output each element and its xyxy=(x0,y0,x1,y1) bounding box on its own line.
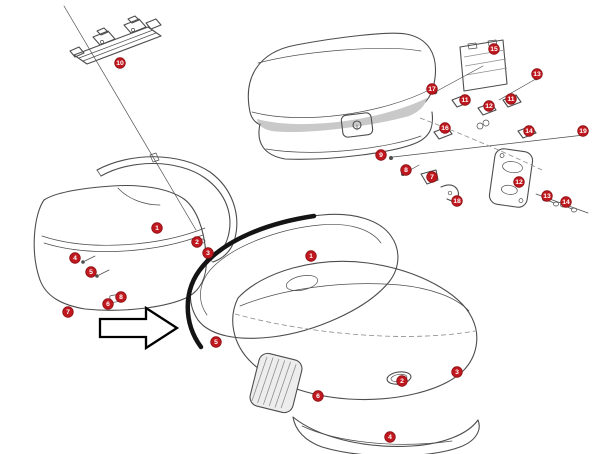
svg-text:10: 10 xyxy=(116,60,124,67)
callout-18[interactable]: 18 xyxy=(451,195,463,207)
callout-4[interactable]: 4 xyxy=(69,252,81,264)
side-case-lid xyxy=(189,213,399,339)
svg-text:1: 1 xyxy=(155,225,159,232)
svg-text:3: 3 xyxy=(455,369,459,376)
svg-text:4: 4 xyxy=(388,434,392,441)
svg-text:18: 18 xyxy=(453,198,461,205)
svg-text:14: 14 xyxy=(525,128,533,135)
callout-8[interactable]: 8 xyxy=(115,291,127,303)
callout-3[interactable]: 3 xyxy=(202,247,214,259)
svg-text:14: 14 xyxy=(562,199,570,206)
callout-6[interactable]: 6 xyxy=(102,298,114,310)
callout-8[interactable]: 8 xyxy=(400,164,412,176)
callout-12[interactable]: 12 xyxy=(483,100,495,112)
backing-plate xyxy=(459,39,508,92)
callout-13[interactable]: 13 xyxy=(531,68,543,80)
callout-19[interactable]: 19 xyxy=(577,125,589,137)
callout-5[interactable]: 5 xyxy=(85,266,97,278)
svg-text:11: 11 xyxy=(461,97,468,104)
callout-7[interactable]: 7 xyxy=(62,306,74,318)
svg-text:8: 8 xyxy=(119,294,123,301)
callout-5[interactable]: 5 xyxy=(210,336,222,348)
lid-gasket xyxy=(185,213,317,350)
svg-text:3: 3 xyxy=(206,250,210,257)
callout-3[interactable]: 3 xyxy=(451,366,463,378)
callout-14[interactable]: 14 xyxy=(523,125,535,137)
case-shell xyxy=(33,185,207,311)
callout-9[interactable]: 9 xyxy=(375,149,387,161)
inset-mounting-rail-part xyxy=(69,15,162,65)
svg-text:16: 16 xyxy=(441,125,449,132)
side-plate xyxy=(488,148,534,208)
svg-text:12: 12 xyxy=(515,179,523,186)
reflector-panel xyxy=(249,352,303,414)
bracket xyxy=(420,169,439,185)
svg-text:6: 6 xyxy=(316,393,320,400)
svg-text:1: 1 xyxy=(309,253,313,260)
svg-text:15: 15 xyxy=(490,46,498,53)
svg-text:12: 12 xyxy=(485,103,493,110)
svg-text:2: 2 xyxy=(400,378,404,385)
callout-1[interactable]: 1 xyxy=(305,250,317,262)
callout-14[interactable]: 14 xyxy=(560,196,572,208)
svg-text:8: 8 xyxy=(404,167,408,174)
svg-text:13: 13 xyxy=(533,71,541,78)
callout-12[interactable]: 12 xyxy=(513,176,525,188)
callout-15[interactable]: 15 xyxy=(488,43,500,55)
callout-7[interactable]: 7 xyxy=(426,171,438,183)
svg-text:4: 4 xyxy=(73,255,77,262)
callout-11[interactable]: 11 xyxy=(459,94,471,106)
svg-text:6: 6 xyxy=(106,301,110,308)
top-case-lock xyxy=(340,112,374,138)
inset-divider-line xyxy=(63,5,197,231)
svg-text:7: 7 xyxy=(430,174,434,181)
callout-16[interactable]: 16 xyxy=(439,122,451,134)
svg-text:5: 5 xyxy=(89,269,93,276)
callout-6[interactable]: 6 xyxy=(312,390,324,402)
callout-17[interactable]: 17 xyxy=(426,83,438,95)
top-case xyxy=(247,32,437,160)
callout-11[interactable]: 11 xyxy=(505,93,517,105)
callout-13[interactable]: 13 xyxy=(541,190,553,202)
pointer-arrow xyxy=(98,305,180,351)
callout-10[interactable]: 10 xyxy=(114,57,126,69)
bottom-spoiler xyxy=(292,416,480,454)
long-rod xyxy=(389,156,393,160)
mounting-frame xyxy=(96,156,238,263)
callout-2[interactable]: 2 xyxy=(191,236,203,248)
svg-text:13: 13 xyxy=(543,193,551,200)
svg-text:9: 9 xyxy=(379,152,383,159)
callout-1[interactable]: 1 xyxy=(151,222,163,234)
svg-text:5: 5 xyxy=(214,339,218,346)
svg-text:2: 2 xyxy=(195,239,199,246)
hardware-parts-cluster xyxy=(389,39,589,214)
svg-text:7: 7 xyxy=(66,309,70,316)
svg-text:17: 17 xyxy=(428,86,436,93)
left-side-case-assembled xyxy=(33,152,238,311)
svg-text:11: 11 xyxy=(507,96,514,103)
svg-text:19: 19 xyxy=(579,128,587,135)
callout-2[interactable]: 2 xyxy=(396,375,408,387)
callout-4[interactable]: 4 xyxy=(384,431,396,443)
